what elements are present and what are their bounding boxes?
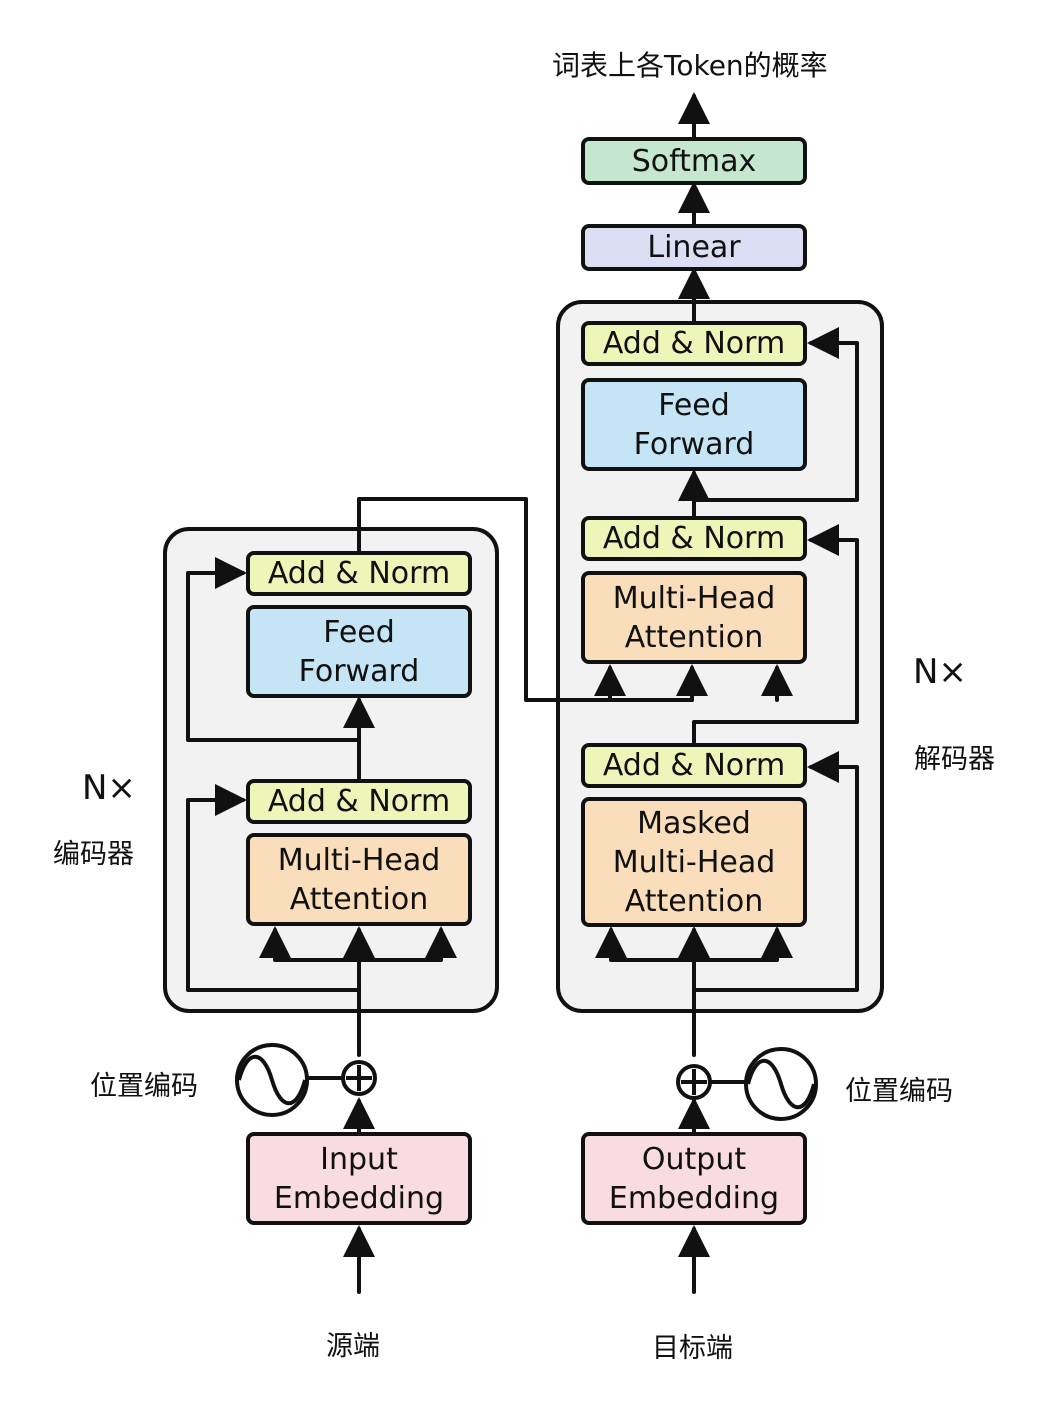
encoder-attention-line-1: Multi-Head — [277, 842, 441, 878]
output-embedding-block: Output Embedding — [581, 1132, 807, 1225]
decoder-cross-attention-block: Multi-Head Attention — [581, 571, 807, 664]
decoder-masked-attention-block: Masked Multi-Head Attention — [581, 797, 807, 927]
decoder-add-circle-icon — [676, 1064, 712, 1100]
linear-block: Linear — [581, 224, 807, 271]
decoder-cross-add-norm-label: Add & Norm — [602, 521, 786, 556]
decoder-cross-attention-line-1: Multi-Head — [612, 580, 776, 616]
encoder-feed-forward-line-1: Feed — [323, 614, 395, 650]
source-label: 源端 — [326, 1331, 380, 1362]
decoder-ffn-add-norm-block: Add & Norm — [581, 321, 807, 366]
decoder-masked-attention-line-1: Masked — [637, 805, 751, 841]
input-embedding-line-1: Input — [320, 1141, 398, 1177]
encoder-ffn-add-norm-block: Add & Norm — [246, 551, 472, 596]
decoder-cross-add-norm-block: Add & Norm — [581, 516, 807, 561]
softmax-block: Softmax — [581, 137, 807, 185]
encoder-attn-add-norm-block: Add & Norm — [246, 779, 472, 824]
decoder-self-add-norm-label: Add & Norm — [602, 748, 786, 783]
encoder-ffn-add-norm-label: Add & Norm — [267, 556, 451, 591]
softmax-label: Softmax — [631, 143, 757, 179]
output-embedding-line-2: Embedding — [608, 1180, 780, 1216]
encoder-label: 编码器 — [53, 839, 134, 870]
encoder-positional-encoding-wave-icon — [235, 1043, 309, 1117]
encoder-attn-add-norm-label: Add & Norm — [267, 784, 451, 819]
decoder-feed-forward-line-1: Feed — [658, 387, 730, 423]
output-embedding-line-1: Output — [641, 1141, 747, 1177]
linear-label: Linear — [647, 230, 741, 265]
decoder-nx-label: N× — [913, 652, 967, 692]
encoder-add-circle-icon — [341, 1060, 377, 1096]
decoder-masked-attention-line-2: Multi-Head — [612, 844, 776, 880]
decoder-positional-encoding-wave-icon — [744, 1047, 818, 1121]
decoder-feed-forward-line-2: Forward — [633, 426, 755, 462]
input-embedding-block: Input Embedding — [246, 1132, 472, 1225]
encoder-feed-forward-line-2: Forward — [298, 653, 420, 689]
output-probabilities-label: 词表上各Token的概率 — [552, 49, 828, 82]
target-label: 目标端 — [652, 1333, 733, 1364]
encoder-positional-encoding-label: 位置编码 — [90, 1071, 198, 1102]
encoder-nx-label: N× — [82, 768, 136, 808]
encoder-feed-forward-block: Feed Forward — [246, 605, 472, 698]
encoder-attention-block: Multi-Head Attention — [246, 833, 472, 926]
decoder-label: 解码器 — [914, 744, 995, 775]
decoder-masked-attention-line-3: Attention — [624, 883, 764, 919]
decoder-feed-forward-block: Feed Forward — [581, 378, 807, 471]
input-embedding-line-2: Embedding — [273, 1180, 445, 1216]
encoder-attention-line-2: Attention — [289, 881, 429, 917]
decoder-ffn-add-norm-label: Add & Norm — [602, 326, 786, 361]
decoder-cross-attention-line-2: Attention — [624, 619, 764, 655]
decoder-positional-encoding-label: 位置编码 — [845, 1076, 953, 1107]
decoder-self-add-norm-block: Add & Norm — [581, 743, 807, 788]
